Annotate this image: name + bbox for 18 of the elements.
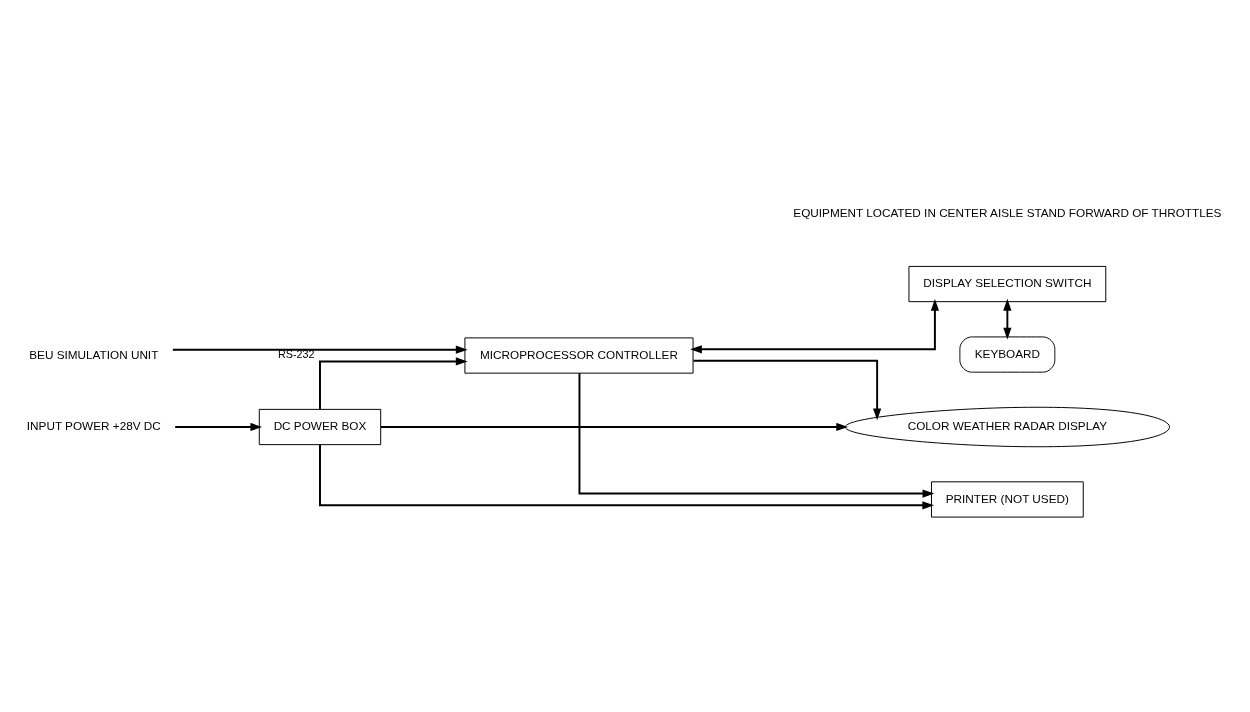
label: EQUIPMENT LOCATED IN CENTER AISLE STAND FORWARD OF THROTTLES [793,205,1222,219]
edge-label: RS-232 [277,347,315,360]
arrow [174,422,263,431]
arrow [319,443,935,509]
arrow [380,422,849,431]
node-box: KEYBOARD [959,335,1056,373]
arrow [1003,298,1012,339]
node-box: MICROPROCESSOR CONTROLLER [464,336,694,374]
arrow [171,345,468,354]
arrow [578,371,935,498]
node-box: PRINTER (NOT USED) [931,480,1084,518]
arrow [690,298,940,353]
node-box: DC POWER BOX [258,408,382,445]
node-box: DISPLAY SELECTION SWITCH [908,265,1107,302]
node-text: INPUT POWER +28V DC [26,418,161,432]
arrow [319,356,468,410]
node-text: BEU SIMULATION UNIT [29,347,159,361]
arrow [692,359,882,420]
